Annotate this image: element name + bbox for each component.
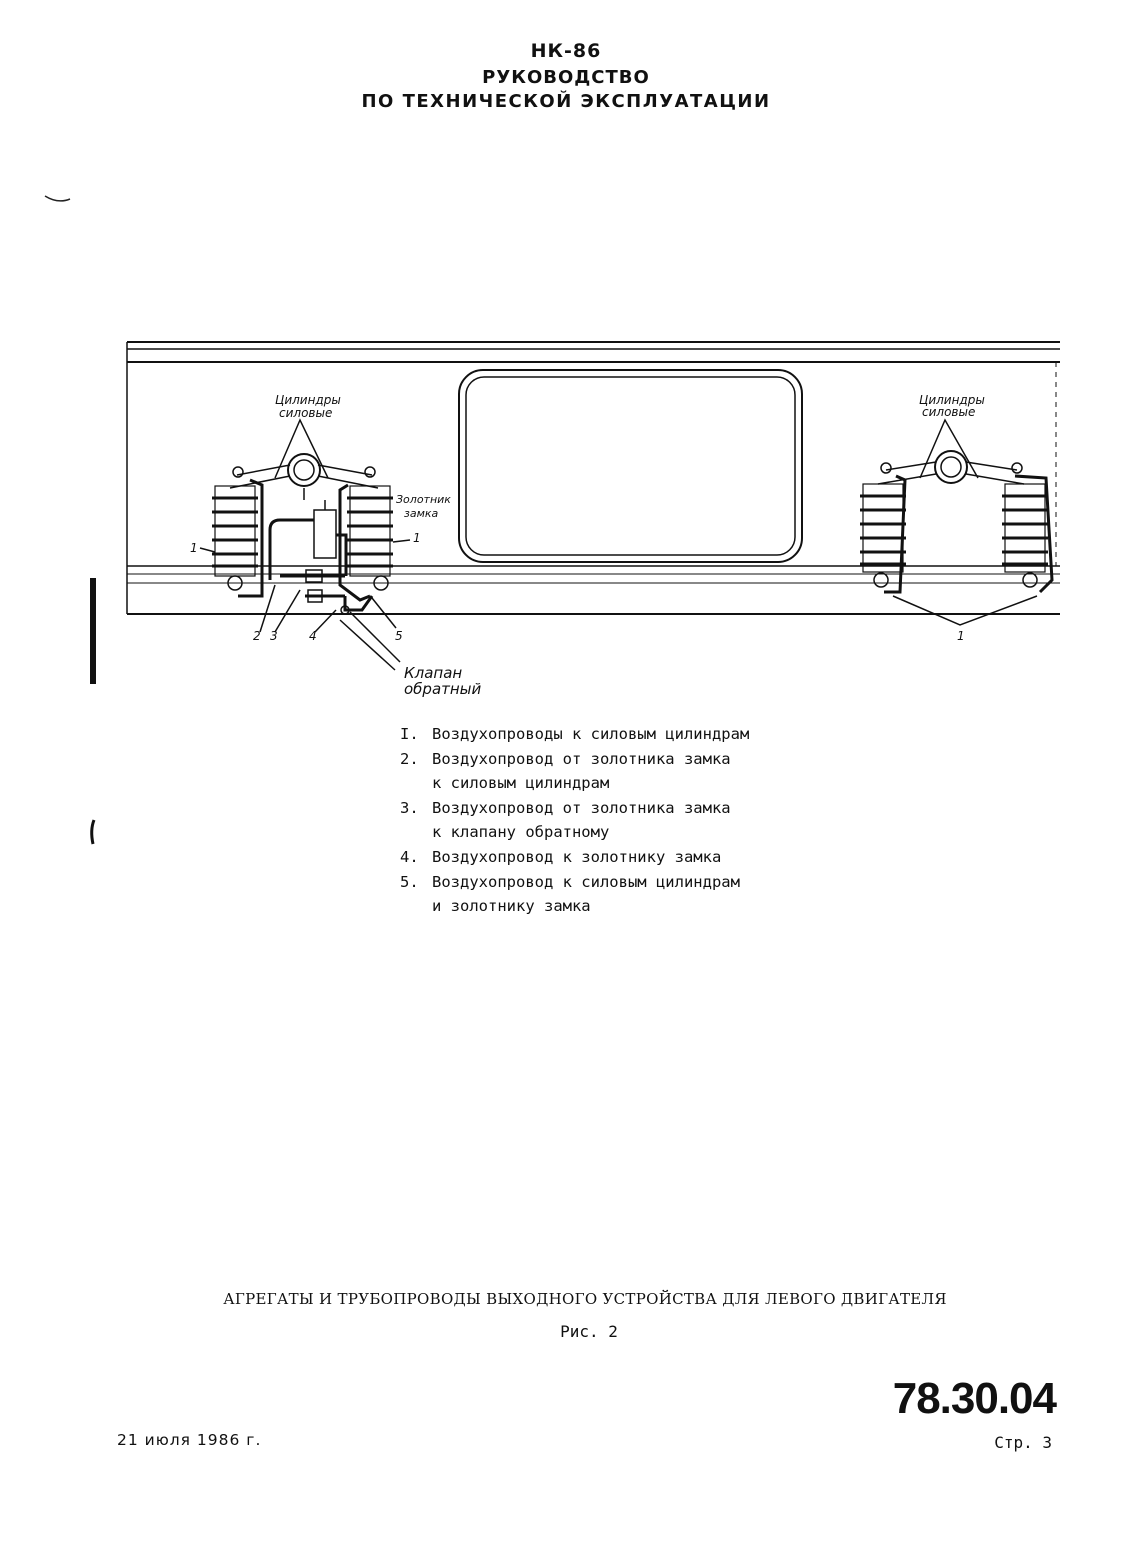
label-cylinders-right-1: Цилиндры [919,393,985,407]
manual-title: РУКОВОДСТВО [482,67,650,88]
figure-caption: АГРЕГАТЫ И ТРУБОПРОВОДЫ ВЫХОДНОГО УСТРОЙ… [223,1290,947,1308]
manual-code: НК-86 [530,40,602,62]
legend-item-continued: к клапану обратному [400,820,749,845]
label-spool-2: замка [404,507,439,520]
legend-number: 2. [400,749,419,768]
legend-item: 3. Воздухопровод от золотника замка [400,796,749,821]
page-number: Стр. 3 [994,1433,1052,1452]
legend-number: 4. [400,847,419,866]
legend-text: к силовым цилиндрам [432,774,610,793]
callout-1-mid: 1 [413,531,421,545]
legend-text: Воздухопровод к силовым цилиндрам [432,872,740,891]
label-valve-2: обратный [404,680,482,698]
document-number: 78.30.04 [892,1374,1057,1423]
callout-4: 4 [309,629,317,643]
scan-bar [90,578,96,684]
legend-number: 3. [400,798,419,817]
legend-text: Воздухопровод от золотника замка [432,749,731,768]
legend-text: Воздухопровод от золотника замка [432,798,731,817]
legend-number: I. [400,725,419,743]
figure-labels: Цилиндры силовые Цилиндры силовые Золотн… [190,393,985,698]
window [458,369,803,563]
figure-number: Рис. 2 [560,1322,618,1341]
frame [126,341,1060,615]
label-cylinders-left-1: Цилиндры [275,393,341,407]
legend-text: и золотнику замка [432,897,591,916]
legend-text: Воздухопроводы к силовым цилиндрам [432,725,750,743]
right-unit [860,418,1054,626]
label-valve-1: Клапан [404,664,462,682]
scan-artifact [90,819,96,845]
callout-1-right: 1 [957,629,965,643]
legend-item: 5. Воздухопровод к силовым цилиндрам [400,870,749,895]
legend-item: 2. Воздухопровод от золотника замка [400,747,749,772]
scan-mark [44,195,71,202]
callout-3: 3 [270,629,278,643]
label-spool-1: Золотник [396,493,451,506]
legend-list: I. Воздухопроводы к силовым цилиндрам 2.… [400,722,749,919]
label-cylinders-right-2: силовые [922,405,975,419]
legend-item-continued: и золотнику замка [400,894,749,919]
technical-drawing: Цилиндры силовые Цилиндры силовые Золотн… [44,195,1060,698]
legend-number: 5. [400,872,419,891]
legend-item: 4. Воздухопровод к золотнику замка [400,845,749,870]
legend-item: I. Воздухопроводы к силовым цилиндрам [400,722,749,747]
legend-text: Воздухопровод к золотнику замка [432,847,722,866]
left-unit [199,418,411,671]
legend-item-continued: к силовым цилиндрам [400,771,749,796]
legend-text: к клапану обратному [432,823,610,842]
issue-date: 21 июля 1986 г. [117,1431,262,1449]
label-cylinders-left-2: силовые [279,406,332,420]
callout-1-left: 1 [190,541,198,555]
callout-2: 2 [253,629,261,643]
callout-5: 5 [395,629,403,643]
manual-subtitle: ПО ТЕХНИЧЕСКОЙ ЭКСПЛУАТАЦИИ [361,91,771,112]
